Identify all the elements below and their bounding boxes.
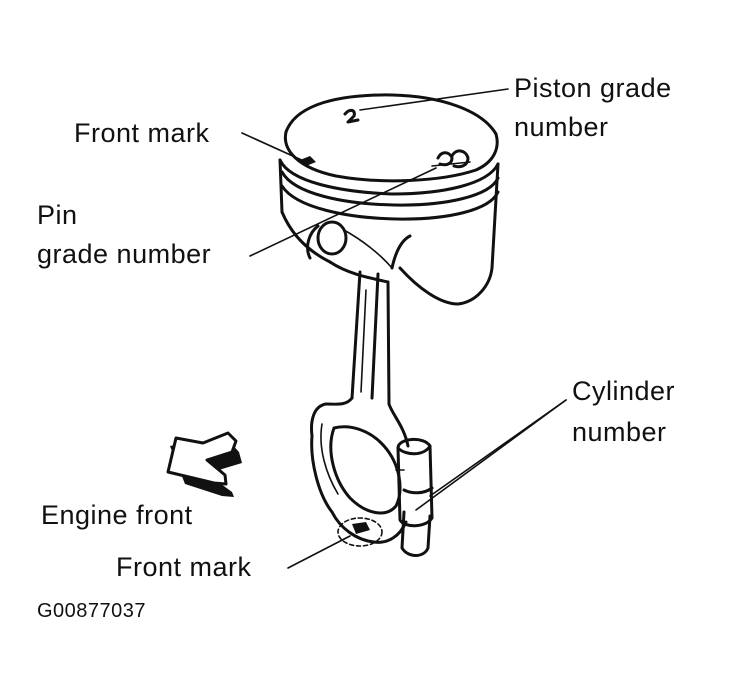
cylinder-number-label-line2: number — [572, 417, 667, 447]
cylinder-number-label-line1: Cylinder — [572, 376, 676, 406]
piston-grade-label-line2: number — [514, 112, 609, 142]
rod-big-end — [310, 402, 434, 557]
pin-grade-label-line2: grade number — [37, 239, 212, 269]
engine-front-label: Engine front — [41, 500, 193, 530]
figure-code: G00877037 — [37, 600, 147, 622]
piston-grade-label-line1: Piston grade — [514, 73, 672, 103]
piston — [278, 93, 500, 306]
connecting-rod — [324, 270, 410, 448]
leader-lines — [241, 88, 567, 569]
front-mark-top-label: Front mark — [74, 118, 210, 148]
front-mark-bottom-label: Front mark — [116, 552, 252, 582]
engine-front-arrow — [166, 431, 242, 497]
pin-grade-label-line1: Pin — [37, 200, 78, 230]
